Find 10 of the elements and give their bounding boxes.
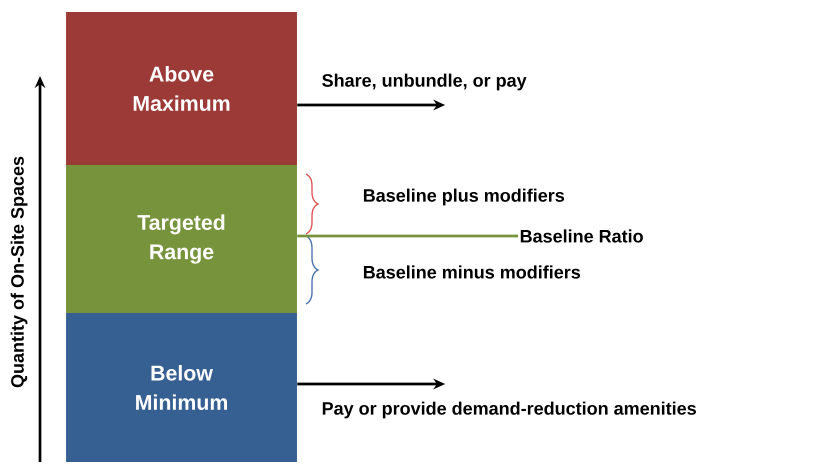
ratio-label: Baseline Ratio bbox=[520, 229, 643, 243]
range-band: Targeted Range bbox=[66, 165, 297, 313]
range-band: Below Minimum bbox=[66, 312, 297, 462]
bracket-label: Baseline minus modifiers bbox=[364, 265, 580, 279]
edge-label: Pay or provide demand-reduction amenities bbox=[322, 402, 696, 418]
bracket-label: Baseline plus modifiers bbox=[364, 188, 564, 206]
connector-line bbox=[297, 234, 518, 238]
range-band: Above Maximum bbox=[66, 12, 297, 166]
edge-label: Share, unbundle, or pay bbox=[322, 74, 527, 90]
axis-label: Quantity of On-Site Spaces bbox=[10, 156, 28, 388]
